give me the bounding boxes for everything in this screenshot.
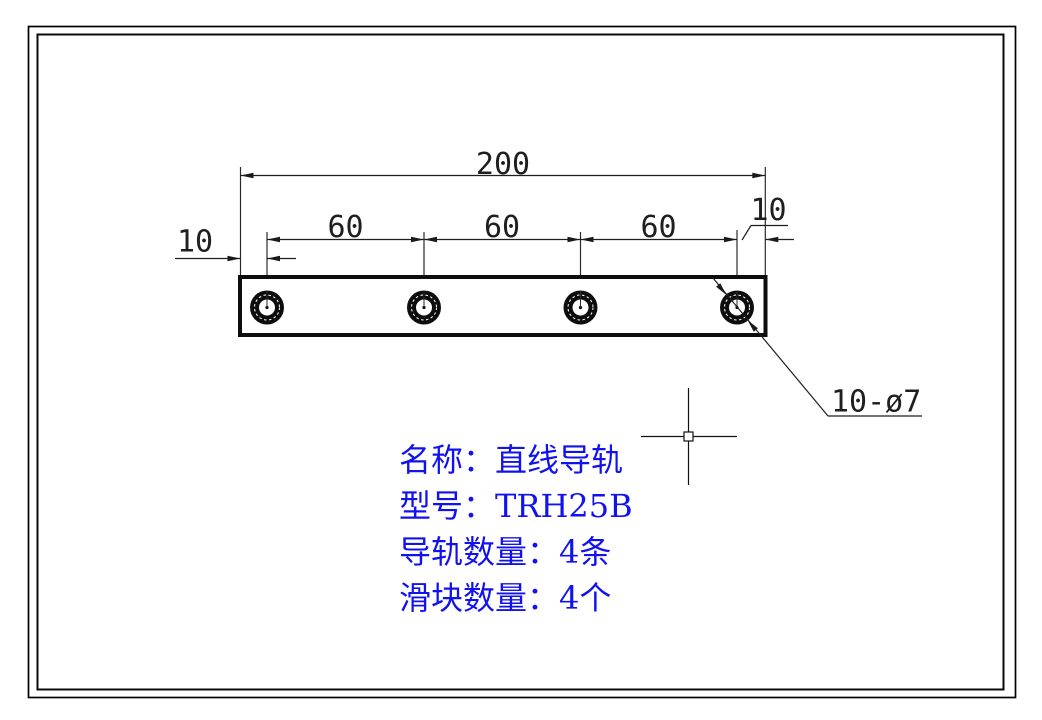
dim-text-spacing-2[interactable]: 60	[484, 210, 520, 245]
mounting-hole-2[interactable]	[407, 290, 441, 325]
hole-callout-leader[interactable]	[712, 277, 922, 417]
rail-outline[interactable]	[238, 275, 768, 337]
pickbox-icon	[683, 431, 694, 442]
spec-line-rail-qty[interactable]: 导轨数量：4条	[399, 533, 612, 571]
dim-text-edge-left[interactable]: 10	[177, 225, 213, 260]
dim-text-spacing-1[interactable]: 60	[327, 210, 363, 245]
dim-text-edge-right[interactable]: 10	[750, 193, 786, 228]
sheet-border-inner	[36, 33, 1005, 691]
crosshair-cursor	[641, 388, 737, 485]
dimension-lines[interactable]	[175, 174, 794, 260]
dim-text-overall-length[interactable]: 200	[476, 147, 530, 182]
dim-text-spacing-3[interactable]: 60	[640, 210, 676, 245]
spec-line-slider-qty[interactable]: 滑块数量：4个	[399, 579, 612, 617]
sheet-border-outer	[27, 25, 1017, 699]
spec-line-name[interactable]: 名称：直线导轨	[399, 441, 624, 479]
spec-line-model[interactable]: 型号：TRH25B	[399, 487, 633, 525]
hole-callout-text[interactable]: 10-ø7	[831, 385, 921, 420]
mounting-hole-3[interactable]	[563, 290, 598, 325]
mounting-hole-1[interactable]	[250, 290, 284, 325]
spec-text-block[interactable]: 名称：直线导轨 型号：TRH25B 导轨数量：4条 滑块数量：4个	[399, 437, 633, 621]
